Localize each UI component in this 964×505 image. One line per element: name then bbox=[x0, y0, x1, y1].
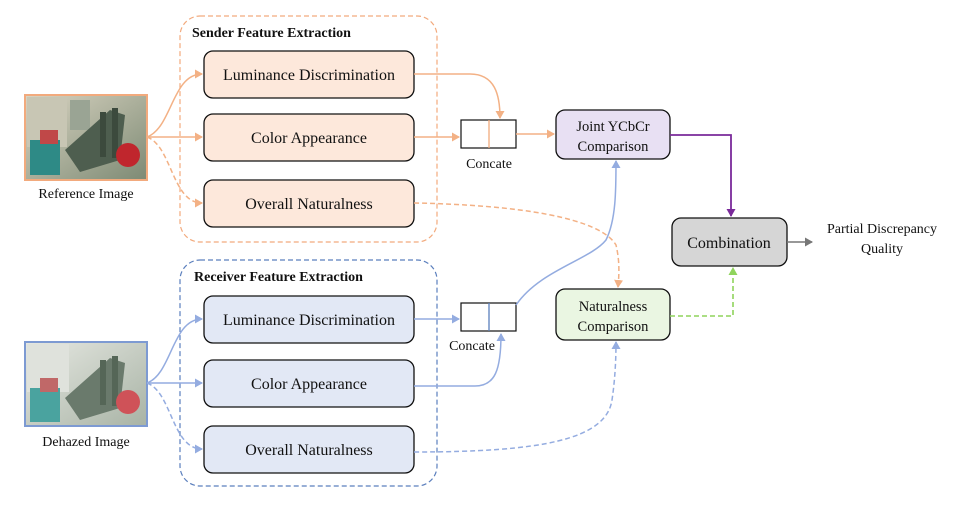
joint-comparison-line1: Joint YCbCr bbox=[576, 119, 649, 135]
receiver-luminance-label: Luminance Discrimination bbox=[223, 312, 395, 329]
reference-image-label: Reference Image bbox=[38, 187, 133, 202]
dehazed-image bbox=[24, 341, 148, 427]
receiver-naturalness-box bbox=[203, 425, 415, 474]
output-line1: Partial Discrepancy bbox=[827, 222, 937, 237]
receiver-naturalness-label: Overall Naturalness bbox=[245, 442, 373, 459]
sender-color-label: Color Appearance bbox=[251, 130, 367, 147]
dehazed-to-luminance-arrow bbox=[146, 314, 203, 384]
ref-to-luminance-arrow bbox=[146, 69, 203, 138]
sender-naturalness-label: Overall Naturalness bbox=[245, 196, 373, 213]
sender-concat-label: Concate bbox=[466, 157, 512, 172]
naturalness-comparison-line1: Naturalness bbox=[579, 299, 648, 315]
receiver-group-title: Receiver Feature Extraction bbox=[194, 270, 363, 285]
reference-image bbox=[24, 94, 148, 181]
sender-group-frame bbox=[179, 15, 438, 243]
sender-group-title: Sender Feature Extraction bbox=[192, 26, 351, 41]
dehazed-image-label: Dehazed Image bbox=[42, 435, 129, 450]
sender-naturalness-to-comparison-arrow bbox=[413, 202, 624, 288]
receiver-naturalness-to-comparison-arrow bbox=[413, 341, 621, 453]
naturalness-to-combination-arrow bbox=[670, 267, 738, 317]
receiver-color-box bbox=[203, 359, 415, 408]
naturalness-comparison-line2: Comparison bbox=[578, 319, 650, 335]
dehazed-to-naturalness-arrow bbox=[146, 382, 203, 454]
joint-comparison-line2: Comparison bbox=[578, 139, 650, 155]
receiver-group-frame bbox=[179, 259, 438, 487]
sender-luminance-label: Luminance Discrimination bbox=[223, 67, 395, 84]
receiver-concat-to-joint-arrow bbox=[515, 160, 621, 306]
combination-label: Combination bbox=[687, 235, 771, 252]
joint-to-combination-arrow bbox=[670, 134, 736, 217]
receiver-concat-label: Concate bbox=[449, 339, 495, 354]
receiver-color-label: Color Appearance bbox=[251, 376, 367, 393]
ref-to-naturalness-arrow bbox=[146, 136, 203, 208]
sender-luminance-to-concat-arrow bbox=[414, 73, 505, 119]
naturalness-comparison-box bbox=[555, 288, 671, 341]
output-line2: Quality bbox=[861, 242, 903, 257]
receiver-color-to-concat-arrow bbox=[414, 333, 506, 387]
